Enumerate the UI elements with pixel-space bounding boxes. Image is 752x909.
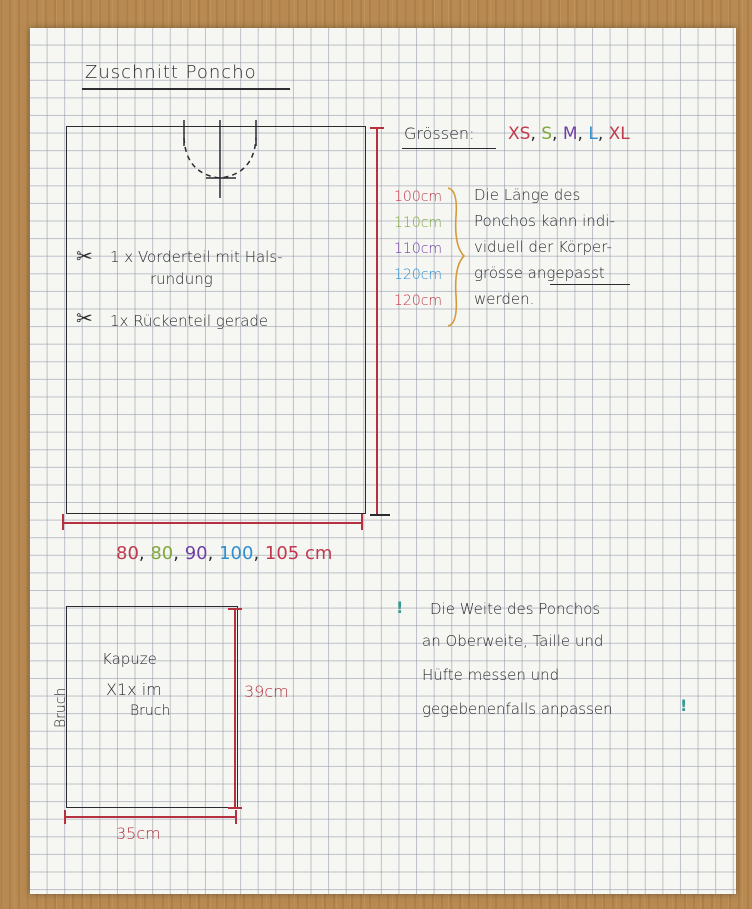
width-measure-tick — [361, 514, 363, 530]
size-xl: XL — [608, 124, 630, 144]
page-title: Zuschnitt Poncho — [85, 62, 257, 83]
scissors-icon: ✂ — [76, 306, 93, 330]
piece-front-text: 1 x Vorderteil mit Hals- — [110, 248, 283, 266]
width-m: 90 — [184, 543, 208, 564]
hood-pattern-piece — [66, 606, 238, 808]
hood-height-tick — [228, 608, 242, 610]
grid-paper: Zuschnitt Poncho ✂ 1 x Vorderteil mit Ha… — [30, 28, 736, 894]
width-measure-tick — [62, 514, 64, 530]
length-measure-line — [376, 127, 378, 515]
hood-width-tick — [64, 810, 66, 824]
size-xs: XS — [508, 124, 531, 144]
sizes-underline — [402, 148, 496, 150]
exclamation-icon: ! — [396, 598, 404, 617]
hood-width-tick — [235, 810, 237, 824]
width-measure-line — [62, 522, 362, 524]
hood-height-tick — [228, 807, 242, 809]
hood-width-line — [64, 816, 236, 818]
size-l: L — [588, 124, 598, 144]
width-unit: cm — [304, 543, 333, 564]
size-m: M — [562, 124, 578, 144]
length-note-2: Ponchos kann indi- — [474, 212, 615, 230]
note-line-4: gegebenenfalls anpassen — [422, 700, 613, 718]
length-l: 120cm — [394, 267, 443, 283]
width-s: 80 — [150, 543, 174, 564]
width-xl: 105 — [264, 543, 300, 564]
note-line-2: an Oberweite, Taille und — [422, 632, 604, 650]
neckline-shape — [183, 120, 257, 198]
length-s: 110cm — [394, 215, 443, 231]
hood-count: X1x im — [106, 680, 162, 699]
hood-side-fold: Bruch — [53, 687, 69, 728]
sizes-label: Grössen: — [404, 124, 475, 143]
length-note-1: Die Länge des — [474, 186, 581, 204]
scissors-icon: ✂ — [76, 244, 93, 268]
length-xs: 100cm — [394, 189, 443, 205]
hood-label: Kapuze — [102, 650, 157, 668]
length-note-5: werden. — [474, 290, 535, 308]
size-list: XS, S, M, L, XL — [508, 124, 630, 144]
brace-icon — [447, 187, 466, 327]
title-underline — [82, 88, 290, 90]
note-line-3: Hüfte messen und — [422, 666, 560, 684]
piece-back-text: 1x Rückenteil gerade — [110, 312, 269, 330]
length-m: 110cm — [394, 241, 443, 257]
hood-width-value: 35cm — [116, 824, 161, 843]
exclamation-icon: ! — [680, 696, 688, 715]
length-measure-tick — [370, 514, 390, 516]
note-line-1: Die Weite des Ponchos — [430, 600, 601, 618]
length-xl: 120cm — [394, 293, 443, 309]
piece-front-text-cont: rundung — [150, 270, 213, 288]
hood-height-value: 39cm — [244, 682, 289, 701]
hood-height-line — [234, 608, 236, 808]
length-measure-tick — [370, 127, 384, 129]
width-values: 80, 80, 90, 100, 105 cm — [116, 543, 333, 564]
length-note-3: viduell der Körper- — [474, 238, 612, 256]
hood-fold-text: Bruch — [130, 703, 171, 719]
length-note-4: grösse angepasst — [474, 264, 605, 282]
width-xs: 80 — [116, 543, 139, 564]
width-l: 100 — [219, 543, 254, 564]
poncho-pattern-piece — [66, 126, 366, 514]
size-s: S — [541, 124, 553, 144]
length-note-underline — [550, 284, 630, 286]
